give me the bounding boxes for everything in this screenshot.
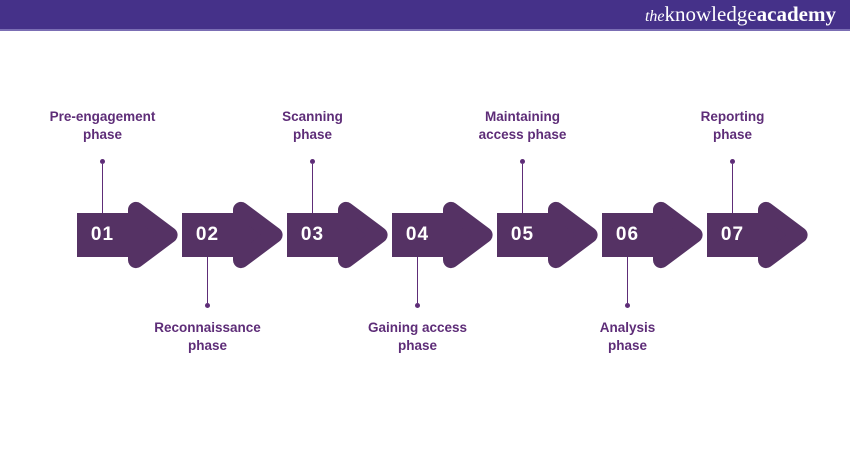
phase-label: Maintaining access phase bbox=[478, 109, 567, 142]
phase-number: 04 bbox=[405, 224, 430, 245]
phase-number: 07 bbox=[720, 224, 745, 245]
phase-label: Analysis phase bbox=[599, 320, 656, 353]
phase-number: 02 bbox=[195, 224, 220, 245]
connector-line bbox=[626, 257, 629, 303]
connector-line bbox=[521, 164, 524, 213]
arrow-shape bbox=[707, 201, 808, 269]
phase-number: 05 bbox=[510, 224, 535, 245]
phase-item-07: 07 Reporting phase bbox=[701, 109, 808, 270]
connector-line bbox=[206, 257, 209, 303]
logo-academy: academy bbox=[756, 2, 836, 26]
connector-dot bbox=[520, 159, 525, 164]
arrow-shape bbox=[287, 201, 388, 269]
connector-dot bbox=[415, 302, 420, 308]
logo-the: the bbox=[644, 8, 665, 25]
arrow-shape bbox=[602, 201, 703, 269]
phase-item-05: 05 Maintaining access phase bbox=[479, 109, 598, 270]
arrow-shape bbox=[497, 201, 598, 269]
phase-label: Scanning phase bbox=[282, 109, 343, 142]
connector-line bbox=[311, 164, 314, 213]
connector-dot bbox=[625, 302, 630, 308]
connector-dot bbox=[730, 159, 735, 164]
connector-line bbox=[731, 164, 734, 213]
phase-label: Gaining access phase bbox=[367, 320, 468, 353]
connector-dot bbox=[205, 302, 210, 308]
phase-label: Reconnaissance phase bbox=[154, 320, 261, 353]
phase-item-01: 01 Pre-engagement phase bbox=[50, 109, 178, 270]
connector-line bbox=[416, 257, 419, 303]
connector-dot bbox=[310, 159, 315, 164]
phase-number: 03 bbox=[300, 224, 325, 245]
phase-item-03: 03 Scanning phase bbox=[282, 109, 388, 270]
connector-line bbox=[101, 164, 104, 213]
phase-label: Reporting phase bbox=[700, 109, 765, 142]
phase-number: 06 bbox=[615, 224, 640, 245]
phase-label: Pre-engagement phase bbox=[49, 109, 156, 142]
arrow-shape bbox=[77, 201, 178, 269]
logo-knowledge: knowledge bbox=[664, 2, 757, 26]
arrow-shape bbox=[182, 201, 283, 269]
phase-number: 01 bbox=[90, 224, 115, 245]
arrow-shape bbox=[392, 201, 493, 269]
connector-dot bbox=[100, 159, 105, 164]
